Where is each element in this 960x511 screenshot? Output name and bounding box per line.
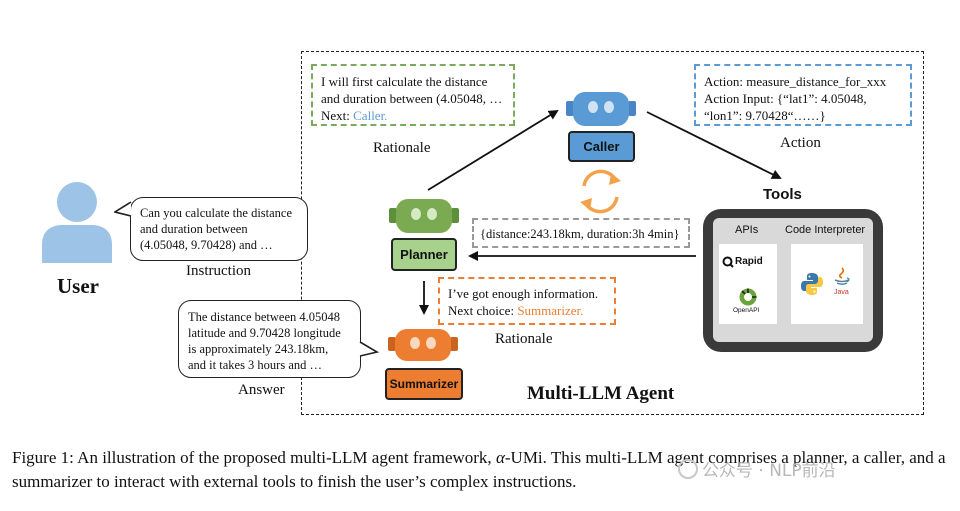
agent-frame-title: Multi-LLM Agent bbox=[527, 383, 675, 404]
watermark-icon bbox=[678, 459, 698, 479]
rationale-top-box: I will first calculate the distance and … bbox=[311, 64, 515, 126]
answer-text: The distance between 4.05048 latitude an… bbox=[188, 310, 341, 372]
java-logo-icon bbox=[834, 267, 850, 285]
rationale-bottom-box: I’ve got enough information. Next choice… bbox=[438, 277, 616, 325]
rapid-logo-icon bbox=[722, 256, 734, 268]
caller-to-tools-arrow bbox=[646, 111, 782, 179]
rationale-bottom-label: Rationale bbox=[495, 331, 553, 347]
planner-to-caller-arrow bbox=[427, 109, 559, 191]
apis-label: APIs bbox=[735, 224, 759, 236]
rationale-bottom-next-prefix: Next choice: bbox=[448, 303, 518, 318]
user-label: User bbox=[57, 274, 99, 298]
action-text: Action: measure_distance_for_xxx Action … bbox=[704, 74, 887, 123]
answer-bubble: The distance between 4.05048 latitude an… bbox=[178, 300, 361, 378]
rationale-top-text: I will first calculate the distance and … bbox=[321, 74, 503, 106]
instruction-bubble-tail bbox=[114, 201, 132, 217]
watermark: 公众号 · NLP前沿 bbox=[678, 456, 836, 481]
answer-label: Answer bbox=[238, 382, 285, 398]
planner-button: Planner bbox=[391, 238, 457, 271]
rationale-top-label: Rationale bbox=[373, 140, 431, 156]
observation-text: {distance:243.18km, duration:3h 4min} bbox=[480, 227, 680, 241]
planner-robot-icon bbox=[389, 199, 459, 233]
python-logo-icon bbox=[801, 273, 823, 295]
watermark-text: 公众号 · NLP前沿 bbox=[702, 461, 836, 481]
openapi-label: OpenAPI bbox=[733, 307, 760, 314]
caption-suffix: -UMi. This multi-LLM agent comprises a p… bbox=[12, 448, 946, 491]
rapid-label: Rapid bbox=[735, 256, 763, 267]
caller-robot-icon bbox=[566, 92, 636, 126]
user-icon bbox=[42, 182, 112, 263]
summarizer-robot-icon bbox=[388, 329, 458, 361]
figure-caption: Figure 1: An illustration of the propose… bbox=[12, 446, 960, 494]
summarizer-button: Summarizer bbox=[385, 368, 463, 400]
instruction-text: Can you calculate the distance and durat… bbox=[140, 206, 293, 252]
rationale-top-next-value: Caller. bbox=[353, 108, 388, 123]
action-box: Action: measure_distance_for_xxx Action … bbox=[694, 64, 912, 126]
caller-button: Caller bbox=[568, 131, 635, 162]
instruction-label: Instruction bbox=[186, 263, 251, 279]
tools-title: Tools bbox=[763, 186, 802, 203]
rationale-bottom-text: I’ve got enough information. bbox=[448, 286, 599, 301]
answer-bubble-tail bbox=[359, 341, 379, 357]
caption-prefix: Figure 1: An illustration of the propose… bbox=[12, 448, 496, 467]
action-label: Action bbox=[780, 135, 821, 151]
code-interpreter-label: Code Interpreter bbox=[785, 224, 866, 236]
rationale-top-next-prefix: Next: bbox=[321, 108, 354, 123]
rationale-top-next: Next: Caller. bbox=[321, 107, 505, 124]
observation-box: {distance:243.18km, duration:3h 4min} bbox=[472, 218, 690, 248]
caption-alpha: α bbox=[495, 448, 505, 467]
openapi-logo-icon bbox=[739, 288, 757, 306]
rationale-bottom-next-value: Summarizer. bbox=[517, 303, 584, 318]
java-label: Java bbox=[834, 289, 849, 296]
instruction-bubble: Can you calculate the distance and durat… bbox=[130, 197, 308, 261]
rationale-bottom-next: Next choice: Summarizer. bbox=[448, 302, 606, 319]
